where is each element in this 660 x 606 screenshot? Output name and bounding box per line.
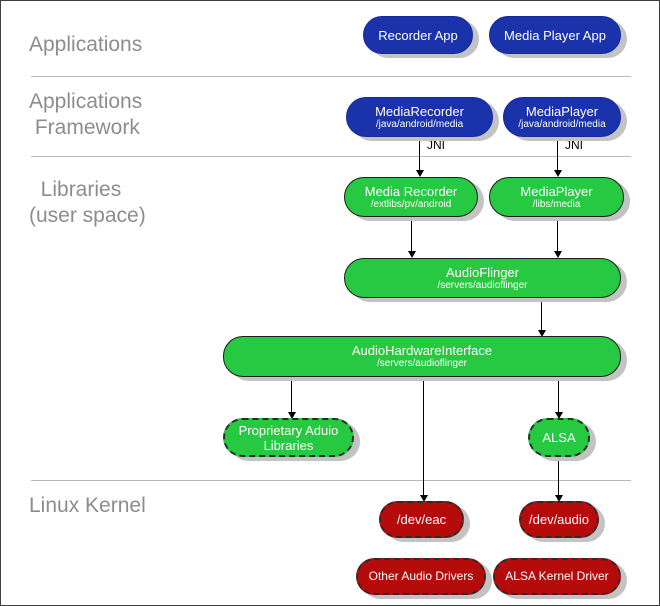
node-dev-eac[interactable]: /dev/eac xyxy=(379,501,464,538)
node-media-player-app[interactable]: Media Player App xyxy=(489,16,621,54)
node-title-other-audio-drivers: Other Audio Drivers xyxy=(368,569,474,583)
node-audioflinger[interactable]: AudioFlinger /servers/audioflinger xyxy=(344,258,621,298)
node-title-mediaplayer-framework: MediaPlayer xyxy=(525,103,599,119)
node-dev-audio[interactable]: /dev/audio xyxy=(519,501,599,538)
node-path-mediaplayer-library: /libs/media xyxy=(532,198,581,210)
node-alsa-kernel-driver[interactable]: ALSA Kernel Driver xyxy=(493,558,621,595)
arrowhead-ahi-to-dev-eac xyxy=(420,495,428,502)
node-mediarecorder-framework[interactable]: MediaRecorder /java/android/media xyxy=(346,97,493,137)
node-title-dev-audio: /dev/audio xyxy=(529,512,589,527)
node-title-media-player-app: Media Player App xyxy=(504,27,606,43)
node-title-recorder-app: Recorder App xyxy=(378,27,458,43)
node-alsa[interactable]: ALSA xyxy=(528,418,590,457)
arrowhead-mediarecorder-to-lib xyxy=(416,170,424,177)
node-mediaplayer-framework[interactable]: MediaPlayer /java/android/media xyxy=(503,97,621,137)
divider-libraries xyxy=(31,480,631,481)
arrowhead-audioflinger-to-audiohardwareinterface xyxy=(538,330,546,337)
arrowhead-alsa-to-dev-audio xyxy=(555,495,563,502)
node-path-mediarecorder-framework: /java/android/media xyxy=(375,118,464,130)
connector-ahi-to-alsa xyxy=(558,377,559,415)
connector-label-jni-player: JNI xyxy=(565,138,583,152)
node-title-proprietary-audio-libraries-line2: Libraries xyxy=(263,437,314,453)
node-path-media-recorder-library: /extlibs/pv/android xyxy=(370,198,452,210)
layer-label-framework: Applications Framework xyxy=(29,90,143,139)
node-path-mediaplayer-framework: /java/android/media xyxy=(518,118,606,130)
connector-mediarecorder-to-lib xyxy=(419,137,420,171)
node-title-dev-eac: /dev/eac xyxy=(396,512,447,527)
arrowhead-mediarecorderlib-to-audioflinger xyxy=(408,251,416,258)
divider-framework xyxy=(31,156,631,157)
node-audiohardwareinterface[interactable]: AudioHardwareInterface /servers/audiofli… xyxy=(223,336,621,377)
node-title-proprietary-audio-libraries: Proprietary Aduio xyxy=(238,422,339,438)
layer-label-libraries: Libraries (user space) xyxy=(29,178,146,227)
node-title-alsa-kernel-driver: ALSA Kernel Driver xyxy=(505,569,609,583)
node-other-audio-drivers[interactable]: Other Audio Drivers xyxy=(356,558,486,595)
node-title-mediarecorder-framework: MediaRecorder xyxy=(375,103,464,119)
connector-ahi-to-proprietary xyxy=(291,377,292,415)
arrowhead-mediaplayerlib-to-audioflinger xyxy=(554,251,562,258)
node-mediaplayer-library[interactable]: MediaPlayer /libs/media xyxy=(489,177,624,217)
node-title-alsa: ALSA xyxy=(542,430,576,445)
connector-mediaplayerlib-to-audioflinger xyxy=(557,217,558,253)
node-title-media-recorder-library: Media Recorder xyxy=(364,183,458,199)
connector-ahi-to-dev-eac xyxy=(423,377,424,498)
connector-alsa-to-dev-audio xyxy=(558,457,559,498)
divider-applications xyxy=(31,76,631,77)
connector-audioflinger-to-audiohardwareinterface xyxy=(541,298,542,333)
arrowhead-ahi-to-proprietary xyxy=(288,412,296,419)
arrowhead-mediaplayer-to-lib xyxy=(554,170,562,177)
layer-label-kernel: Linux Kernel xyxy=(29,494,146,517)
node-path-audioflinger: /servers/audioflinger xyxy=(437,279,528,291)
connector-label-jni-recorder: JNI xyxy=(427,138,445,152)
node-recorder-app[interactable]: Recorder App xyxy=(363,16,473,54)
arrowhead-ahi-to-alsa xyxy=(555,412,563,419)
node-title-audioflinger: AudioFlinger xyxy=(446,264,519,280)
node-title-mediaplayer-library: MediaPlayer xyxy=(520,183,593,199)
connector-mediarecorderlib-to-audioflinger xyxy=(411,217,412,253)
node-path-audiohardwareinterface: /servers/audioflinger xyxy=(376,358,468,369)
node-title-audiohardwareinterface: AudioHardwareInterface xyxy=(351,343,493,358)
node-proprietary-audio-libraries[interactable]: Proprietary Aduio Libraries xyxy=(223,418,354,457)
node-media-recorder-library[interactable]: Media Recorder /extlibs/pv/android xyxy=(344,177,478,217)
layer-label-applications: Applications xyxy=(29,33,143,56)
connector-mediaplayer-to-lib xyxy=(557,137,558,171)
